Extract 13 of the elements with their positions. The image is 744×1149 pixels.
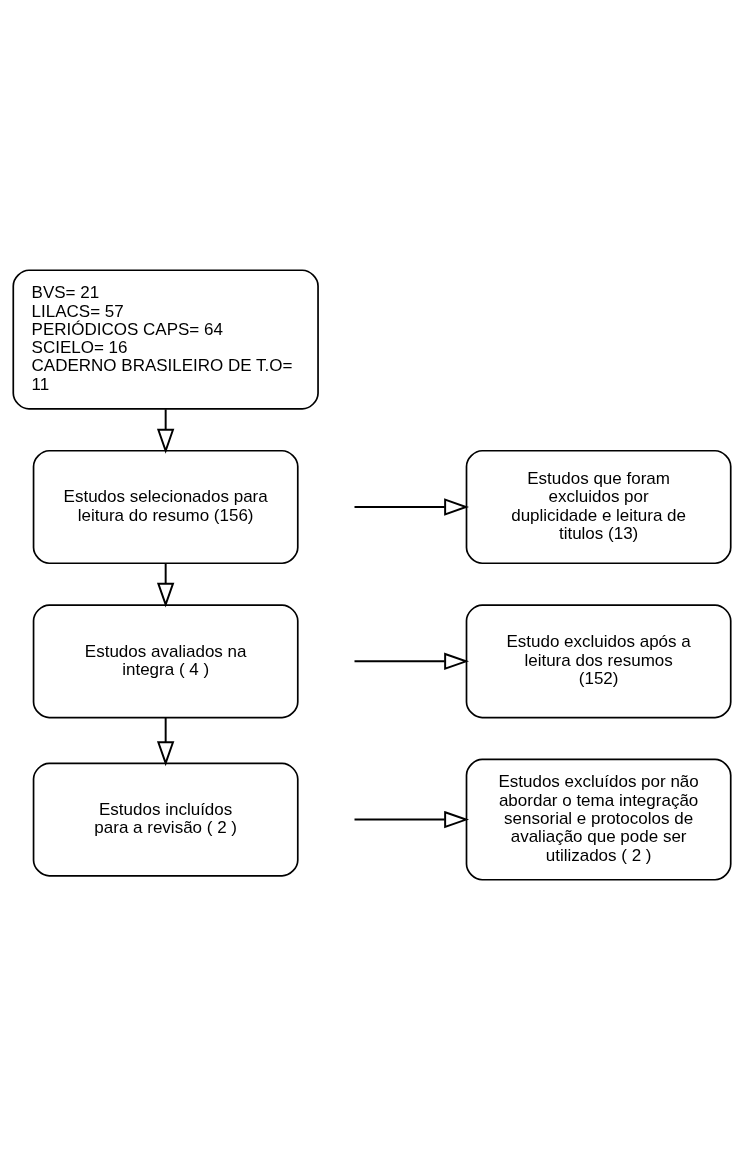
arrow — [353, 810, 470, 828]
node-box: Estudos avaliados na integra ( 4 ) — [32, 603, 299, 718]
node-box: BVS= 21 LILACS= 57 PERIÓDICOS CAPS= 64 SCIELO= 16 CADERNO BRASILEIRO DE T.O= 11 — [12, 268, 319, 410]
node-box: Estudos selecionados para leitura do resumo (156) — [32, 449, 299, 564]
arrow — [156, 562, 175, 608]
node-box: Estudos excluídos por não abordar o tema integração sensorial e protocolos de avaliação que pode ser utilizados ( 2 ) — [465, 758, 732, 881]
node-box: Estudos que foram excluidos por duplicidade e leitura de titulos (13) — [465, 449, 732, 564]
arrow — [353, 652, 470, 670]
arrow — [353, 497, 470, 516]
node-box: Estudos incluídos para a revisão ( 2 ) — [32, 762, 299, 877]
arrow — [156, 407, 175, 454]
arrow — [156, 716, 175, 766]
node-box: Estudo excluidos após a leitura dos resumos (152) — [465, 603, 732, 718]
